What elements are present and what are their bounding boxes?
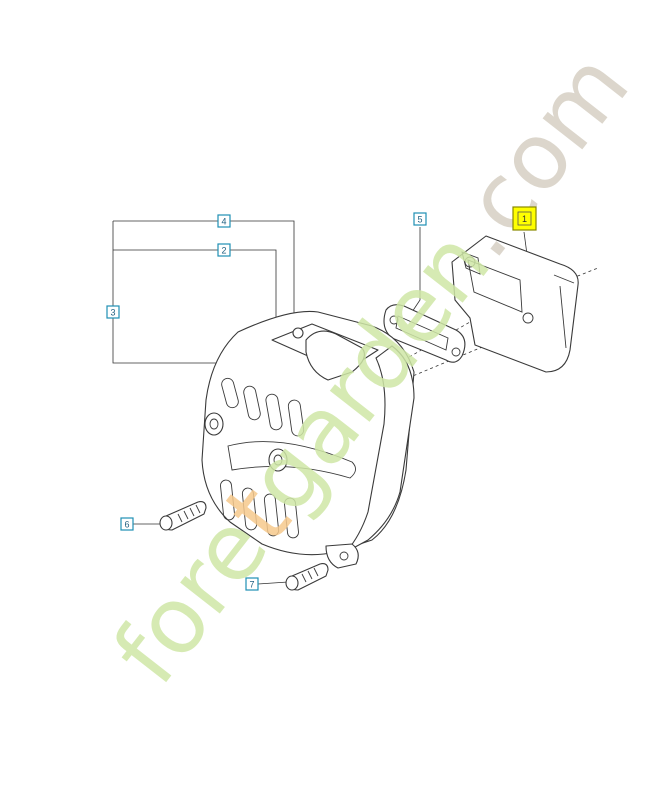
heat-shield-plate <box>451 235 579 373</box>
watermark: foretgarden.com <box>93 33 650 703</box>
watermark-text: foretgarden.com <box>93 33 650 703</box>
screw-6 <box>159 501 207 531</box>
svg-text:6: 6 <box>124 520 129 530</box>
callout-7[interactable]: 7 <box>245 577 259 591</box>
muffler-body <box>201 310 415 569</box>
leader-5 <box>411 227 421 313</box>
leader-2 <box>113 249 277 345</box>
svg-text:3: 3 <box>110 308 115 318</box>
callout-5[interactable]: 5 <box>413 212 427 226</box>
svg-text:5: 5 <box>417 215 422 225</box>
callout-3[interactable]: 3 <box>106 305 120 319</box>
callout-1[interactable]: 1 <box>512 206 537 231</box>
leader-4 <box>113 220 295 318</box>
callout-4[interactable]: 4 <box>217 214 231 228</box>
callout-6[interactable]: 6 <box>120 517 134 531</box>
callout-2[interactable]: 2 <box>217 243 231 257</box>
svg-text:7: 7 <box>249 580 254 590</box>
svg-text:2: 2 <box>221 246 226 256</box>
gasket <box>383 304 466 363</box>
screw-7 <box>285 563 329 591</box>
svg-text:1: 1 <box>522 214 527 224</box>
leader-lines <box>112 220 599 585</box>
leader-7 <box>257 581 289 585</box>
cooling-slots <box>220 377 305 539</box>
svg-text:4: 4 <box>221 217 226 227</box>
